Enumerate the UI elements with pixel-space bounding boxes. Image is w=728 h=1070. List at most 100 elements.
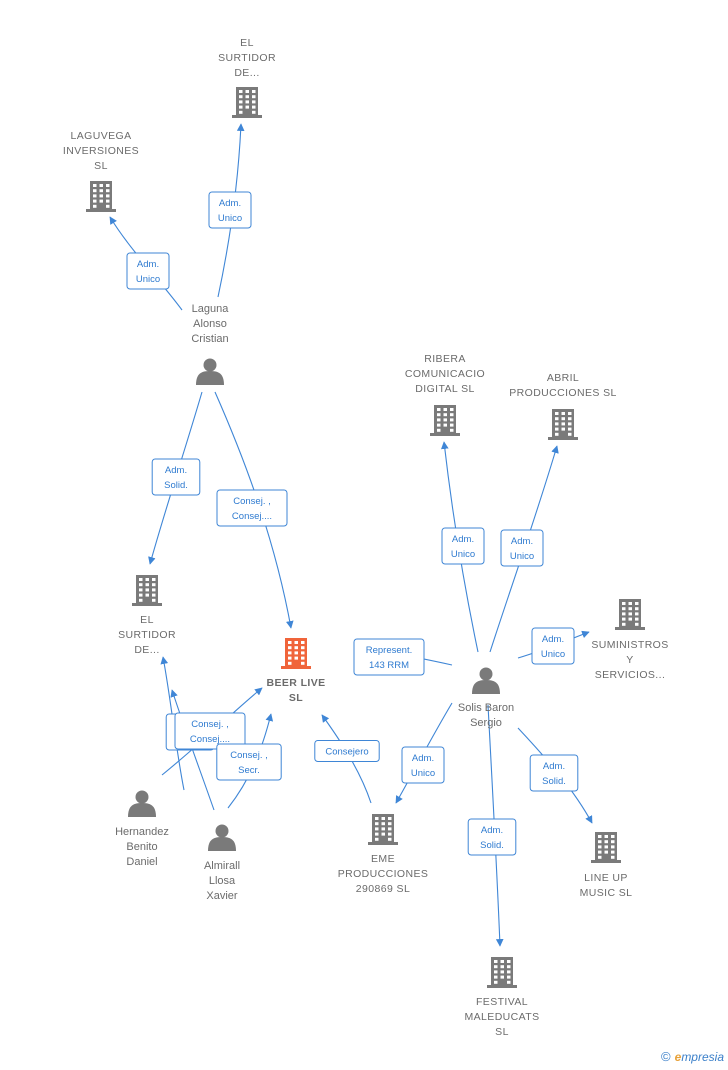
person-icon [208, 824, 236, 851]
brand-name: mpresia [681, 1050, 724, 1064]
node-el-surtidor-mid[interactable]: ELSURTIDORDE... [118, 575, 176, 656]
node-label: Daniel [126, 856, 157, 868]
node-label: LINE UP [584, 872, 628, 884]
node-label: SURTIDOR [218, 52, 276, 64]
edge-label-text: Consej. , [233, 496, 271, 507]
edge-label-text: Solid. [164, 480, 188, 491]
edge-label-laguna-laguvega[interactable]: Adm. Unico [126, 252, 170, 290]
edge-label-text: Adm. [543, 761, 565, 772]
node-label: Laguna [192, 303, 230, 315]
building-icon [232, 87, 262, 118]
node-label: Llosa [209, 875, 236, 887]
node-label: Almirall [204, 860, 240, 872]
node-label: LAGUVEGA [71, 130, 132, 142]
edge-label-box [314, 740, 380, 762]
edge-label-text: Unico [218, 213, 242, 224]
node-label: INVERSIONES [63, 145, 139, 157]
node-label: PRODUCCIONES SL [509, 387, 617, 399]
edge-label-eme-beer_live[interactable]: Consejero [314, 740, 380, 762]
node-label: SERVICIOS... [595, 669, 666, 681]
node-label: SL [94, 160, 108, 172]
node-label: Solis Baron [458, 702, 514, 714]
edge-label-text: Unico [510, 551, 534, 562]
building-icon [548, 409, 578, 440]
node-label: SURTIDOR [118, 629, 176, 641]
edge-label-laguna-beer_live[interactable]: Consej. , Consej.... [216, 489, 288, 527]
node-line-up[interactable]: LINE UP MUSIC SL [580, 832, 633, 899]
edge-label-text: Consej.... [232, 511, 272, 522]
node-label: Y [626, 654, 633, 666]
edge-label-box [401, 746, 445, 784]
edge-label-box [208, 191, 252, 229]
node-label: DIGITAL SL [415, 383, 474, 395]
node-el-surtidor-top[interactable]: ELSURTIDORDE... [218, 37, 276, 118]
edge-label-solis-festival[interactable]: Adm. Solid. [467, 818, 517, 856]
building-icon [591, 832, 621, 863]
node-label: BEER LIVE [266, 677, 325, 689]
edge-label-text: Consej.... [190, 734, 230, 745]
person-icon [472, 667, 500, 694]
node-suministros[interactable]: SUMINISTROS Y SERVICIOS... [591, 599, 668, 681]
building-icon [487, 957, 517, 988]
node-label: Benito [126, 841, 157, 853]
copyright-icon: © [661, 1049, 671, 1064]
edge-label-text: Adm. [165, 465, 187, 476]
building-icon [368, 814, 398, 845]
edge-label-hernandez-beer_live[interactable]: Consej. , Consej.... [174, 712, 246, 750]
person-icon [128, 790, 156, 817]
node-abril[interactable]: ABRIL PRODUCCIONES SL [509, 372, 617, 440]
edge-label-laguna-el_surtidor_mid[interactable]: Adm. Solid. [151, 458, 201, 496]
edge-label-box [174, 712, 246, 750]
edge-label-text: Adm. [219, 198, 241, 209]
edge-label-box [467, 818, 517, 856]
node-label: EME [371, 853, 395, 865]
edge-label-text: Adm. [452, 534, 474, 545]
edge-label-text: Adm. [412, 753, 434, 764]
edge-label-text: Unico [451, 549, 475, 560]
node-label: EL [140, 614, 154, 626]
node-label: PRODUCCIONES [338, 868, 429, 880]
edge-label-solis-suministros[interactable]: Adm.Unico [531, 627, 575, 665]
edge-label-text: Unico [541, 649, 565, 660]
node-laguvega[interactable]: LAGUVEGA INVERSIONES SL [63, 130, 139, 212]
edge-label-text: Unico [136, 274, 160, 285]
edge-label-almirall-beer_live[interactable]: Consej. , Secr. [216, 743, 282, 781]
node-label: MUSIC SL [580, 887, 633, 899]
building-icon [430, 405, 460, 436]
focus-company-icon [281, 638, 311, 669]
node-label: Sergio [470, 717, 502, 729]
edge-label-solis-abril[interactable]: Adm.Unico [500, 529, 544, 567]
node-eme[interactable]: EME PRODUCCIONES 290869 SL [338, 814, 429, 895]
edge-label-text: Unico [411, 768, 435, 779]
edge-label-box [151, 458, 201, 496]
edge-label-solis-line_up[interactable]: Adm.Solid. [529, 754, 579, 792]
edge-label-solis-ribera[interactable]: Adm. Unico [441, 527, 485, 565]
edge-label-solis-eme[interactable]: Adm. Unico [401, 746, 445, 784]
node-label: 290869 SL [356, 883, 410, 895]
edge-label-text: Consej. , [191, 719, 229, 730]
edge-label-text: Secr. [238, 765, 260, 776]
edge-label-laguna-el_surtidor_top[interactable]: Adm. Unico [208, 191, 252, 229]
edge-label-text: Adm. [481, 825, 503, 836]
person-icon [196, 358, 224, 385]
node-label: SUMINISTROS [591, 639, 668, 651]
edge-label-solis-beer_live[interactable]: Represent.143 RRM [353, 638, 425, 676]
node-label: FESTIVAL [476, 996, 528, 1008]
edge-label-text: Consej. , [230, 750, 268, 761]
node-label: Cristian [191, 333, 228, 345]
node-label: MALEDUCATS [465, 1011, 540, 1023]
edge-label-text: Adm. [137, 259, 159, 270]
node-label: Xavier [206, 890, 238, 902]
edge-label-text: Solid. [480, 840, 504, 851]
node-label: ABRIL [547, 372, 579, 384]
node-label: DE... [234, 67, 259, 79]
node-label: COMUNICACIO [405, 368, 485, 380]
